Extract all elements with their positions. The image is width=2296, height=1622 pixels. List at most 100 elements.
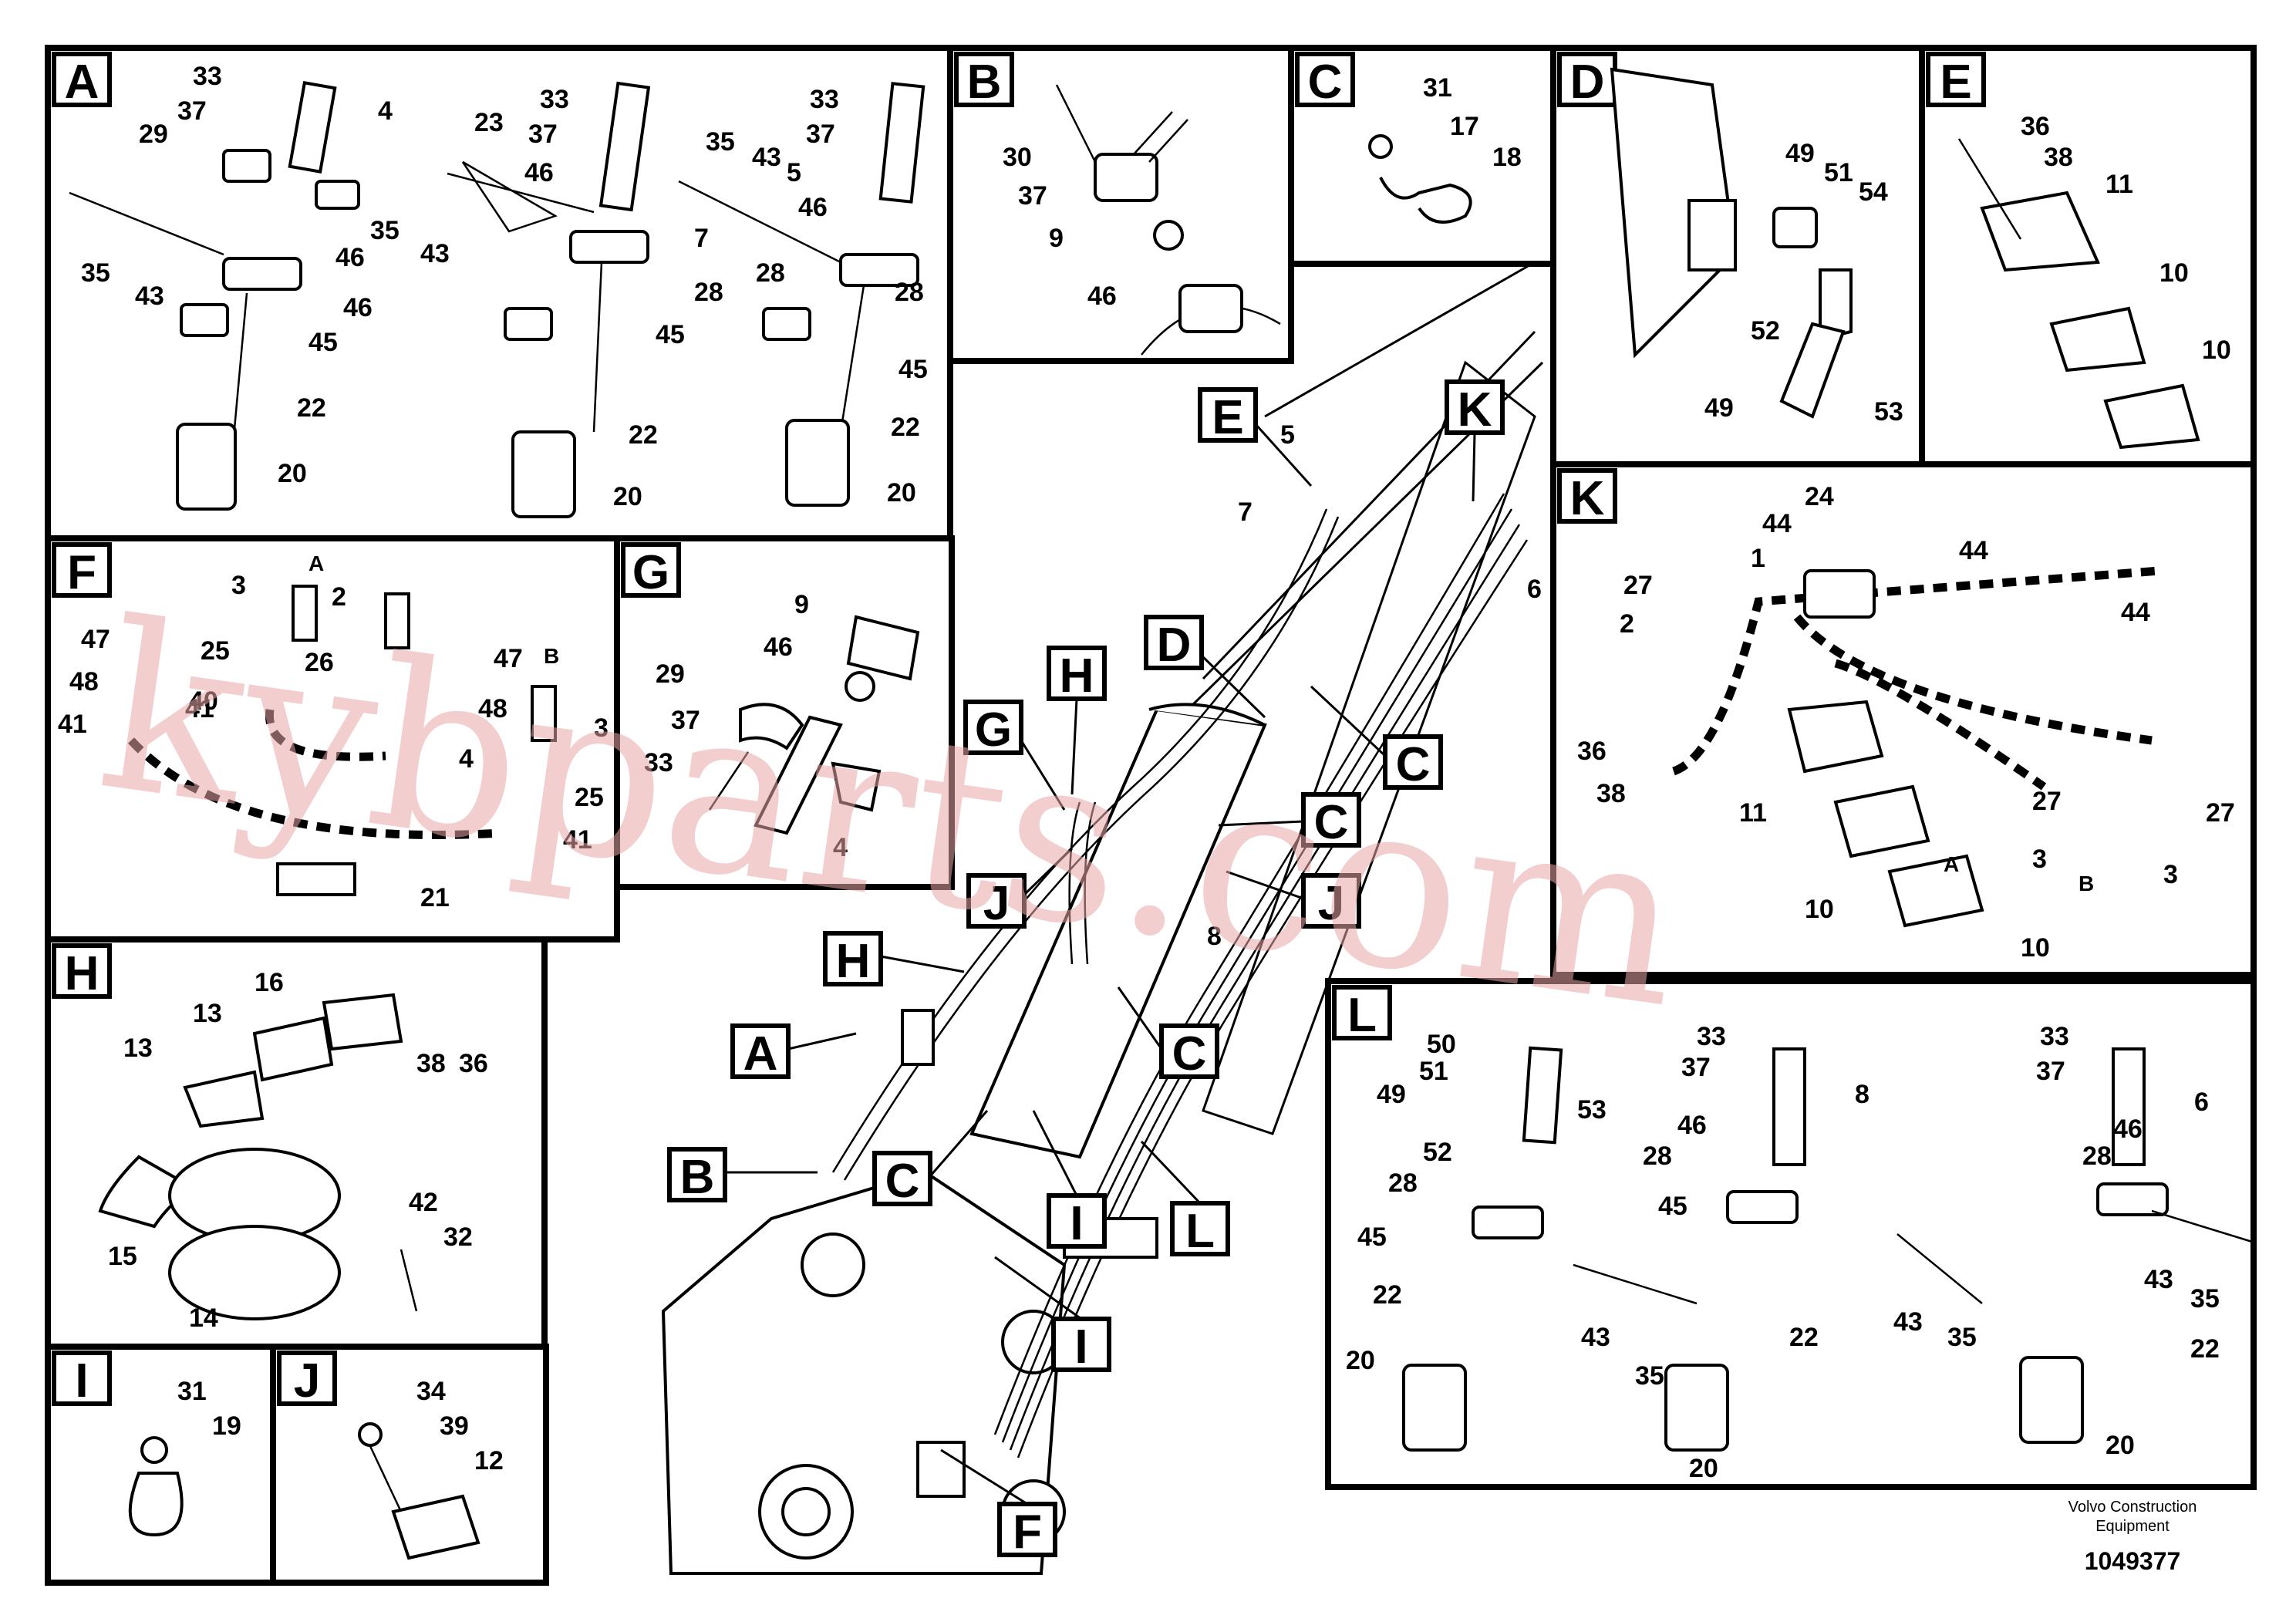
panel-a: A 33	[45, 45, 953, 541]
callout-number: 24	[1805, 482, 1834, 511]
callout-number: B	[544, 644, 559, 668]
callout-number: 18	[1492, 143, 1522, 172]
callout-number: 46	[343, 293, 373, 322]
view-tag-letter: C	[885, 1155, 920, 1208]
view-tag-letter: H	[836, 935, 871, 988]
panel-a-assembly-1	[69, 81, 360, 511]
callout-number: 43	[752, 143, 781, 172]
panel-l-tag: L	[1347, 989, 1377, 1042]
callout-number: 8	[1207, 922, 1222, 951]
main-tag-b: B	[667, 1147, 727, 1204]
callout-number: 26	[305, 648, 334, 677]
callout-number: 33	[810, 85, 839, 114]
callout-number: 3	[2032, 845, 2047, 874]
callout-number: 9	[794, 590, 809, 619]
view-tag-letter: J	[983, 877, 1010, 930]
panel-b-tag: B	[967, 56, 1002, 109]
callout-number: 43	[135, 282, 164, 311]
panel-d: D 49 51 54 52 49 53	[1550, 45, 1925, 467]
callout-number: 49	[1704, 393, 1734, 423]
callout-number: 27	[2032, 787, 2062, 816]
callout-number: 28	[895, 278, 924, 307]
callout-number: 23	[474, 108, 504, 137]
callout-number: 36	[2021, 112, 2050, 141]
panel-f-tag: F	[67, 546, 96, 599]
callout-number: 39	[440, 1411, 469, 1441]
callout-number: 20	[2106, 1431, 2135, 1460]
main-view-tags: E K D H G C C J J H A C B C I L I F	[667, 379, 1505, 1559]
main-tag-c-1: C	[1383, 734, 1443, 791]
main-tag-a: A	[730, 1023, 791, 1081]
callout-number: 37	[528, 120, 558, 149]
callout-number: 37	[806, 120, 835, 149]
view-tag-letter: C	[1396, 738, 1431, 791]
footer: Volvo Construction Equipment 1049377	[2068, 1499, 2197, 1575]
callout-number: 25	[201, 636, 230, 666]
view-tag-letter: C	[1172, 1027, 1207, 1081]
callout-number: 30	[1003, 143, 1032, 172]
panel-k-tag: K	[1570, 472, 1605, 525]
view-tag-letter: I	[1074, 1320, 1087, 1374]
callout-number: 22	[891, 413, 920, 442]
callout-number: 40	[189, 686, 218, 716]
callout-number: 45	[308, 328, 338, 357]
callout-number: 14	[189, 1303, 218, 1333]
view-tag-letter: G	[975, 703, 1012, 757]
callout-number: 28	[1388, 1168, 1418, 1198]
callout-number: 9	[1049, 224, 1064, 253]
panel-b: B 30 37 9 46	[947, 45, 1294, 364]
callout-number: 17	[1450, 112, 1479, 141]
callout-number: 46	[335, 243, 365, 272]
callout-number: 11	[2106, 170, 2133, 199]
callout-number: 51	[1824, 158, 1853, 187]
callout-number: 52	[1751, 316, 1780, 346]
callout-number: 4	[459, 744, 474, 774]
callout-number: 45	[1357, 1222, 1387, 1252]
callout-number: 6	[1527, 575, 1542, 604]
callout-number: 47	[494, 644, 523, 673]
callout-number: 3	[594, 713, 609, 743]
callout-number: 37	[177, 96, 207, 126]
callout-number: 33	[193, 62, 222, 91]
callout-number: 7	[694, 224, 709, 253]
panel-g: G 9 46 29 37 33 4	[614, 535, 955, 890]
callout-number: B	[2079, 872, 2094, 895]
view-tag-letter: B	[680, 1151, 715, 1204]
callout-number: 46	[1677, 1111, 1707, 1140]
callout-number: 42	[409, 1188, 438, 1217]
callout-number: 10	[2202, 336, 2231, 365]
callout-number: 48	[478, 694, 507, 723]
document-number: 1049377	[2085, 1547, 2181, 1575]
main-tag-i-2: I	[1051, 1317, 1111, 1374]
callout-number: 46	[798, 193, 828, 222]
callout-number: 44	[1762, 509, 1792, 538]
main-tag-d: D	[1144, 615, 1204, 672]
callout-number: 41	[58, 710, 87, 739]
footer-company-line-2: Equipment	[2095, 1518, 2170, 1535]
callout-number: 25	[575, 783, 604, 812]
callout-number: 43	[1581, 1323, 1610, 1352]
view-tag-letter: A	[743, 1027, 778, 1081]
callout-number: 54	[1859, 177, 1888, 207]
panel-c: C 31 17 18	[1288, 45, 1556, 267]
callout-number: 1	[1751, 544, 1765, 573]
main-tag-c-4: C	[872, 1151, 932, 1208]
main-tag-g: G	[963, 700, 1023, 757]
callout-number: 36	[459, 1049, 488, 1078]
callout-number: 51	[1419, 1057, 1448, 1086]
panel-h: H 16 13 13 38 36 42 32 15 14	[45, 936, 548, 1350]
main-tag-e: E	[1198, 387, 1258, 444]
callout-number: 35	[370, 216, 400, 245]
panel-e: E 36 38 11 10 10	[1919, 45, 2257, 467]
callout-number: 4	[833, 833, 848, 862]
callout-number: 10	[1805, 895, 1834, 924]
callout-number: 35	[1947, 1323, 1977, 1352]
panel-e-tag: E	[1940, 56, 1971, 109]
callout-number: 48	[69, 667, 99, 696]
callout-number: 49	[1377, 1080, 1406, 1109]
callout-number: 45	[899, 355, 928, 384]
panel-l: L 50 51 49 53 33 37 8 33 37 6 52 28 46 2…	[1325, 978, 2257, 1490]
callout-number: 11	[1739, 798, 1767, 828]
callout-number: 15	[108, 1242, 137, 1271]
view-tag-letter: C	[1314, 796, 1349, 849]
